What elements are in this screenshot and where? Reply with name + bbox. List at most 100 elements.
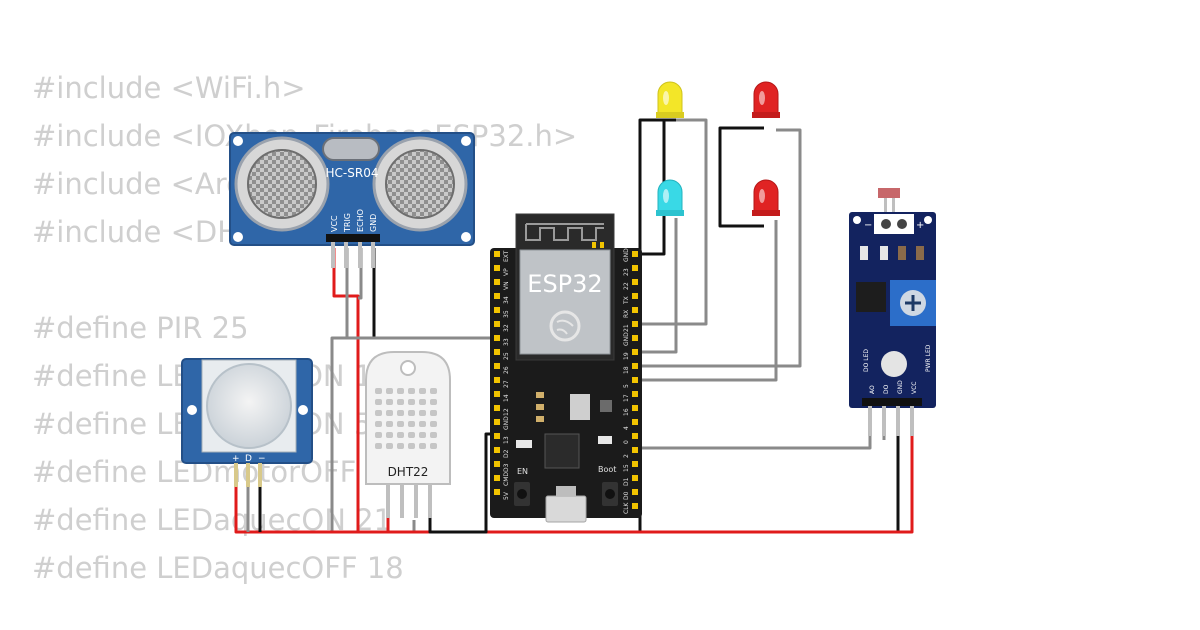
esp32-pin <box>632 349 638 355</box>
esp32-pin <box>632 461 638 467</box>
dht-grill-slot <box>397 388 404 394</box>
esp32-pin <box>494 391 500 397</box>
esp32-pin-label: 18 <box>623 366 630 374</box>
esp32-pin <box>494 377 500 383</box>
esp32-pin <box>632 391 638 397</box>
ldr-label: DO <box>883 384 890 394</box>
esp32-pin-label: 26 <box>503 366 510 374</box>
esp32-pin-label: VP <box>503 268 510 276</box>
esp32-pin <box>632 293 638 299</box>
dht-grill-slot <box>419 399 426 405</box>
dht-grill-slot <box>419 432 426 438</box>
esp32-pin <box>632 279 638 285</box>
code-line: #define PIR 25 <box>32 311 249 345</box>
dht-grill-slot <box>386 399 393 405</box>
pir-pin-label: − <box>258 454 266 464</box>
esp32-pin-label: 21 <box>623 324 630 332</box>
dht-grill-slot <box>408 399 415 405</box>
esp32-boot-label: Boot <box>598 465 616 474</box>
ldr-label: AO <box>869 385 876 394</box>
ultrasonic-sensor: HC-SR04 VCC TRIG ECHO GND <box>229 132 475 268</box>
ldr-label: DO LED <box>863 349 870 372</box>
dht-grill-slot <box>397 410 404 416</box>
esp32-pin-label: GND <box>623 248 630 262</box>
esp32-pin-label: D3 <box>503 463 510 472</box>
dht-grill-slot <box>419 388 426 394</box>
esp32-pin-label: 16 <box>623 408 630 416</box>
esp32-pin-label: D0 <box>623 491 630 500</box>
dht22-sensor: DHT22 <box>365 351 451 518</box>
ultrasonic-pin-label: TRIG <box>343 213 352 233</box>
dht-grill-slot <box>386 432 393 438</box>
esp32-pin-label: 5 <box>623 384 630 388</box>
esp32-board: ESP32 EXTVPVN343532332526271412GND13D2D3… <box>490 213 642 523</box>
led-red-mid <box>752 179 780 216</box>
esp32-pin <box>494 335 500 341</box>
esp32-pin-label: 33 <box>503 338 510 346</box>
dht-grill-slot <box>375 432 382 438</box>
esp32-pin-label: D2 <box>503 449 510 458</box>
esp32-pin-label: 4 <box>623 426 630 430</box>
esp32-pin <box>494 363 500 369</box>
esp32-pin <box>632 489 638 495</box>
esp32-label: ESP32 <box>527 270 602 298</box>
wire-led-yellow-c <box>640 118 708 326</box>
esp32-pin-label: VN <box>503 281 510 290</box>
esp32-pin <box>632 265 638 271</box>
esp32-pin-label: 34 <box>503 296 510 304</box>
dht-grill-slot <box>375 421 382 427</box>
esp32-pin-label: 32 <box>503 324 510 332</box>
dht-grill-slot <box>375 388 382 394</box>
esp32-pin <box>494 349 500 355</box>
dht-grill-slot <box>419 421 426 427</box>
ldr-label: PWR LED <box>925 344 932 372</box>
dht-grill-slot <box>408 388 415 394</box>
esp32-pin <box>494 405 500 411</box>
led-cyan <box>656 179 684 216</box>
dht-grill-slot <box>397 421 404 427</box>
esp32-pin <box>494 265 500 271</box>
dht-grill-slot <box>397 443 404 449</box>
dht-grill-slot <box>430 410 437 416</box>
wire-ultrasonic-trig <box>345 248 498 340</box>
pir-pin-label: D <box>245 454 252 464</box>
dht-grill-slot <box>397 399 404 405</box>
dht-grill-slot <box>408 443 415 449</box>
pir-pin-label: + <box>232 454 240 464</box>
dht-grill-slot <box>430 399 437 405</box>
dht-grill-slot <box>386 421 393 427</box>
wire-led-cyan <box>640 218 678 354</box>
wire-ldr-ao <box>640 408 872 450</box>
wire-led-red-top-b <box>640 128 802 368</box>
led-red-top <box>752 81 780 118</box>
usb-port <box>545 495 587 523</box>
esp32-pin-label: 19 <box>623 352 630 360</box>
ldr-module: − + DO LED PWR LED AO DO GND VCC <box>849 188 936 436</box>
dht-grill-slot <box>430 432 437 438</box>
dht-grill-slot <box>386 388 393 394</box>
esp32-pin-label: 5V <box>503 491 510 500</box>
esp32-pin <box>494 489 500 495</box>
esp32-pin <box>632 377 638 383</box>
esp32-pin-label: 17 <box>623 394 630 402</box>
dht-grill-slot <box>419 410 426 416</box>
dht-grill-slot <box>430 421 437 427</box>
ldr-pin-minus: − <box>864 220 872 231</box>
wire-led-red-mid <box>640 220 778 382</box>
esp32-pin <box>494 475 500 481</box>
esp32-pin-label: 0 <box>623 440 630 444</box>
esp32-pin-label: 13 <box>503 436 510 444</box>
esp32-pin <box>632 419 638 425</box>
dht-grill-slot <box>375 443 382 449</box>
ultrasonic-pin-label: VCC <box>330 215 339 232</box>
led-yellow <box>656 81 684 118</box>
esp32-pin <box>494 293 500 299</box>
esp32-pin <box>632 447 638 453</box>
dht-grill-slot <box>375 399 382 405</box>
esp32-pin-label: 15 <box>623 464 630 472</box>
esp32-pin-label: EXT <box>503 250 510 262</box>
esp32-pin <box>632 503 638 509</box>
wire-ultrasonic-gnd <box>372 248 498 340</box>
esp32-pin <box>632 363 638 369</box>
esp32-pin-label: TX <box>623 296 630 305</box>
